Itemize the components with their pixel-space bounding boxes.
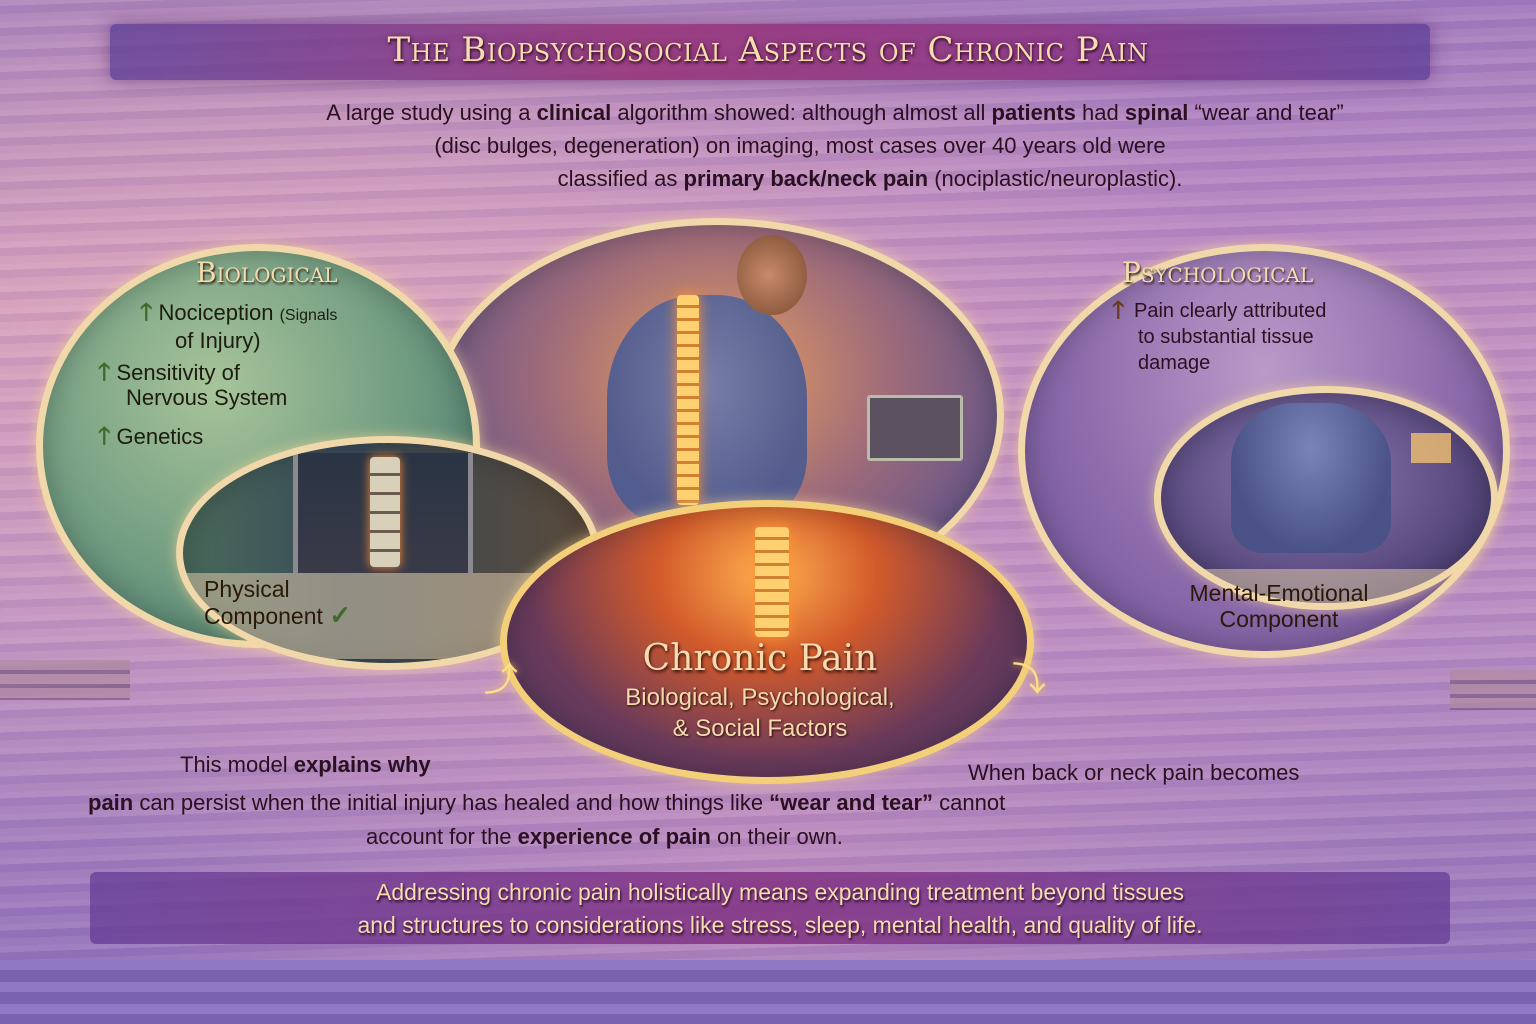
mental-component-label-bar <box>1161 569 1491 603</box>
biological-item-sensitivity: 🡑Sensitivity of Nervous System <box>98 359 288 410</box>
cycle-arrow-left-icon: ⤴ <box>484 661 518 699</box>
page-title: The Biopsychosocial Aspects of Chronic P… <box>387 30 1149 70</box>
books-illustration-right <box>1450 670 1536 710</box>
biological-item-genetics: 🡑Genetics <box>98 423 204 450</box>
intro-line-3: classified as primary back/neck pain (no… <box>557 166 1183 191</box>
mental-emotional-circle <box>1154 386 1498 610</box>
biological-item-nociception: 🡑Nociception (Signals of Injury) <box>140 299 338 353</box>
psychological-heading: Psychological <box>1122 256 1314 289</box>
checkmark-icon: ✓ <box>329 600 352 630</box>
core-subtitle: Biological, Psychological,& Social Facto… <box>625 684 895 742</box>
footer-banner <box>90 872 1450 944</box>
title-banner <box>110 24 1430 80</box>
spine-xray-illustration <box>293 453 473 573</box>
intro-paragraph: A large study using a clinical algorithm… <box>90 96 1490 195</box>
laptop-illustration <box>867 395 963 461</box>
distressed-man-illustration <box>1231 403 1391 553</box>
intro-line-2: (disc bulges, degeneration) on imaging, … <box>434 133 1166 158</box>
core-spine-icon <box>755 527 789 637</box>
psychological-item: 🡑 Pain clearly attributed to substantial… <box>1112 297 1327 375</box>
bottom-decorative-stripes <box>0 960 1536 1024</box>
arrow-up-icon: 🡑 <box>98 423 111 450</box>
man-head-illustration <box>737 235 807 315</box>
arrow-up-icon: 🡑 <box>98 359 111 386</box>
cycle-arrow-right-icon: ⤵ <box>1012 661 1046 699</box>
arrow-up-icon: 🡑 <box>140 299 153 326</box>
explanation-line-2: pain can persist when the initial injury… <box>88 790 1006 815</box>
footer-text: Addressing chronic pain holistically mea… <box>357 879 1203 938</box>
biological-heading: Biological <box>196 256 338 289</box>
man-back-pain-illustration <box>607 295 807 525</box>
explanation-right: When back or neck pain becomes <box>968 760 1300 785</box>
lamp-window-illustration <box>1411 433 1451 463</box>
explanation-line-3: account for the experience of pain on th… <box>366 824 843 849</box>
books-illustration-left <box>0 660 130 700</box>
explanation-left: This model explains why <box>180 752 431 777</box>
core-title: Chronic Pain <box>642 638 878 679</box>
chronic-pain-core-circle <box>500 500 1034 784</box>
arrow-up-icon: 🡑 <box>1112 297 1125 324</box>
intro-line-1: A large study using a clinical algorithm… <box>326 100 1344 125</box>
glowing-spine-icon <box>677 295 699 505</box>
